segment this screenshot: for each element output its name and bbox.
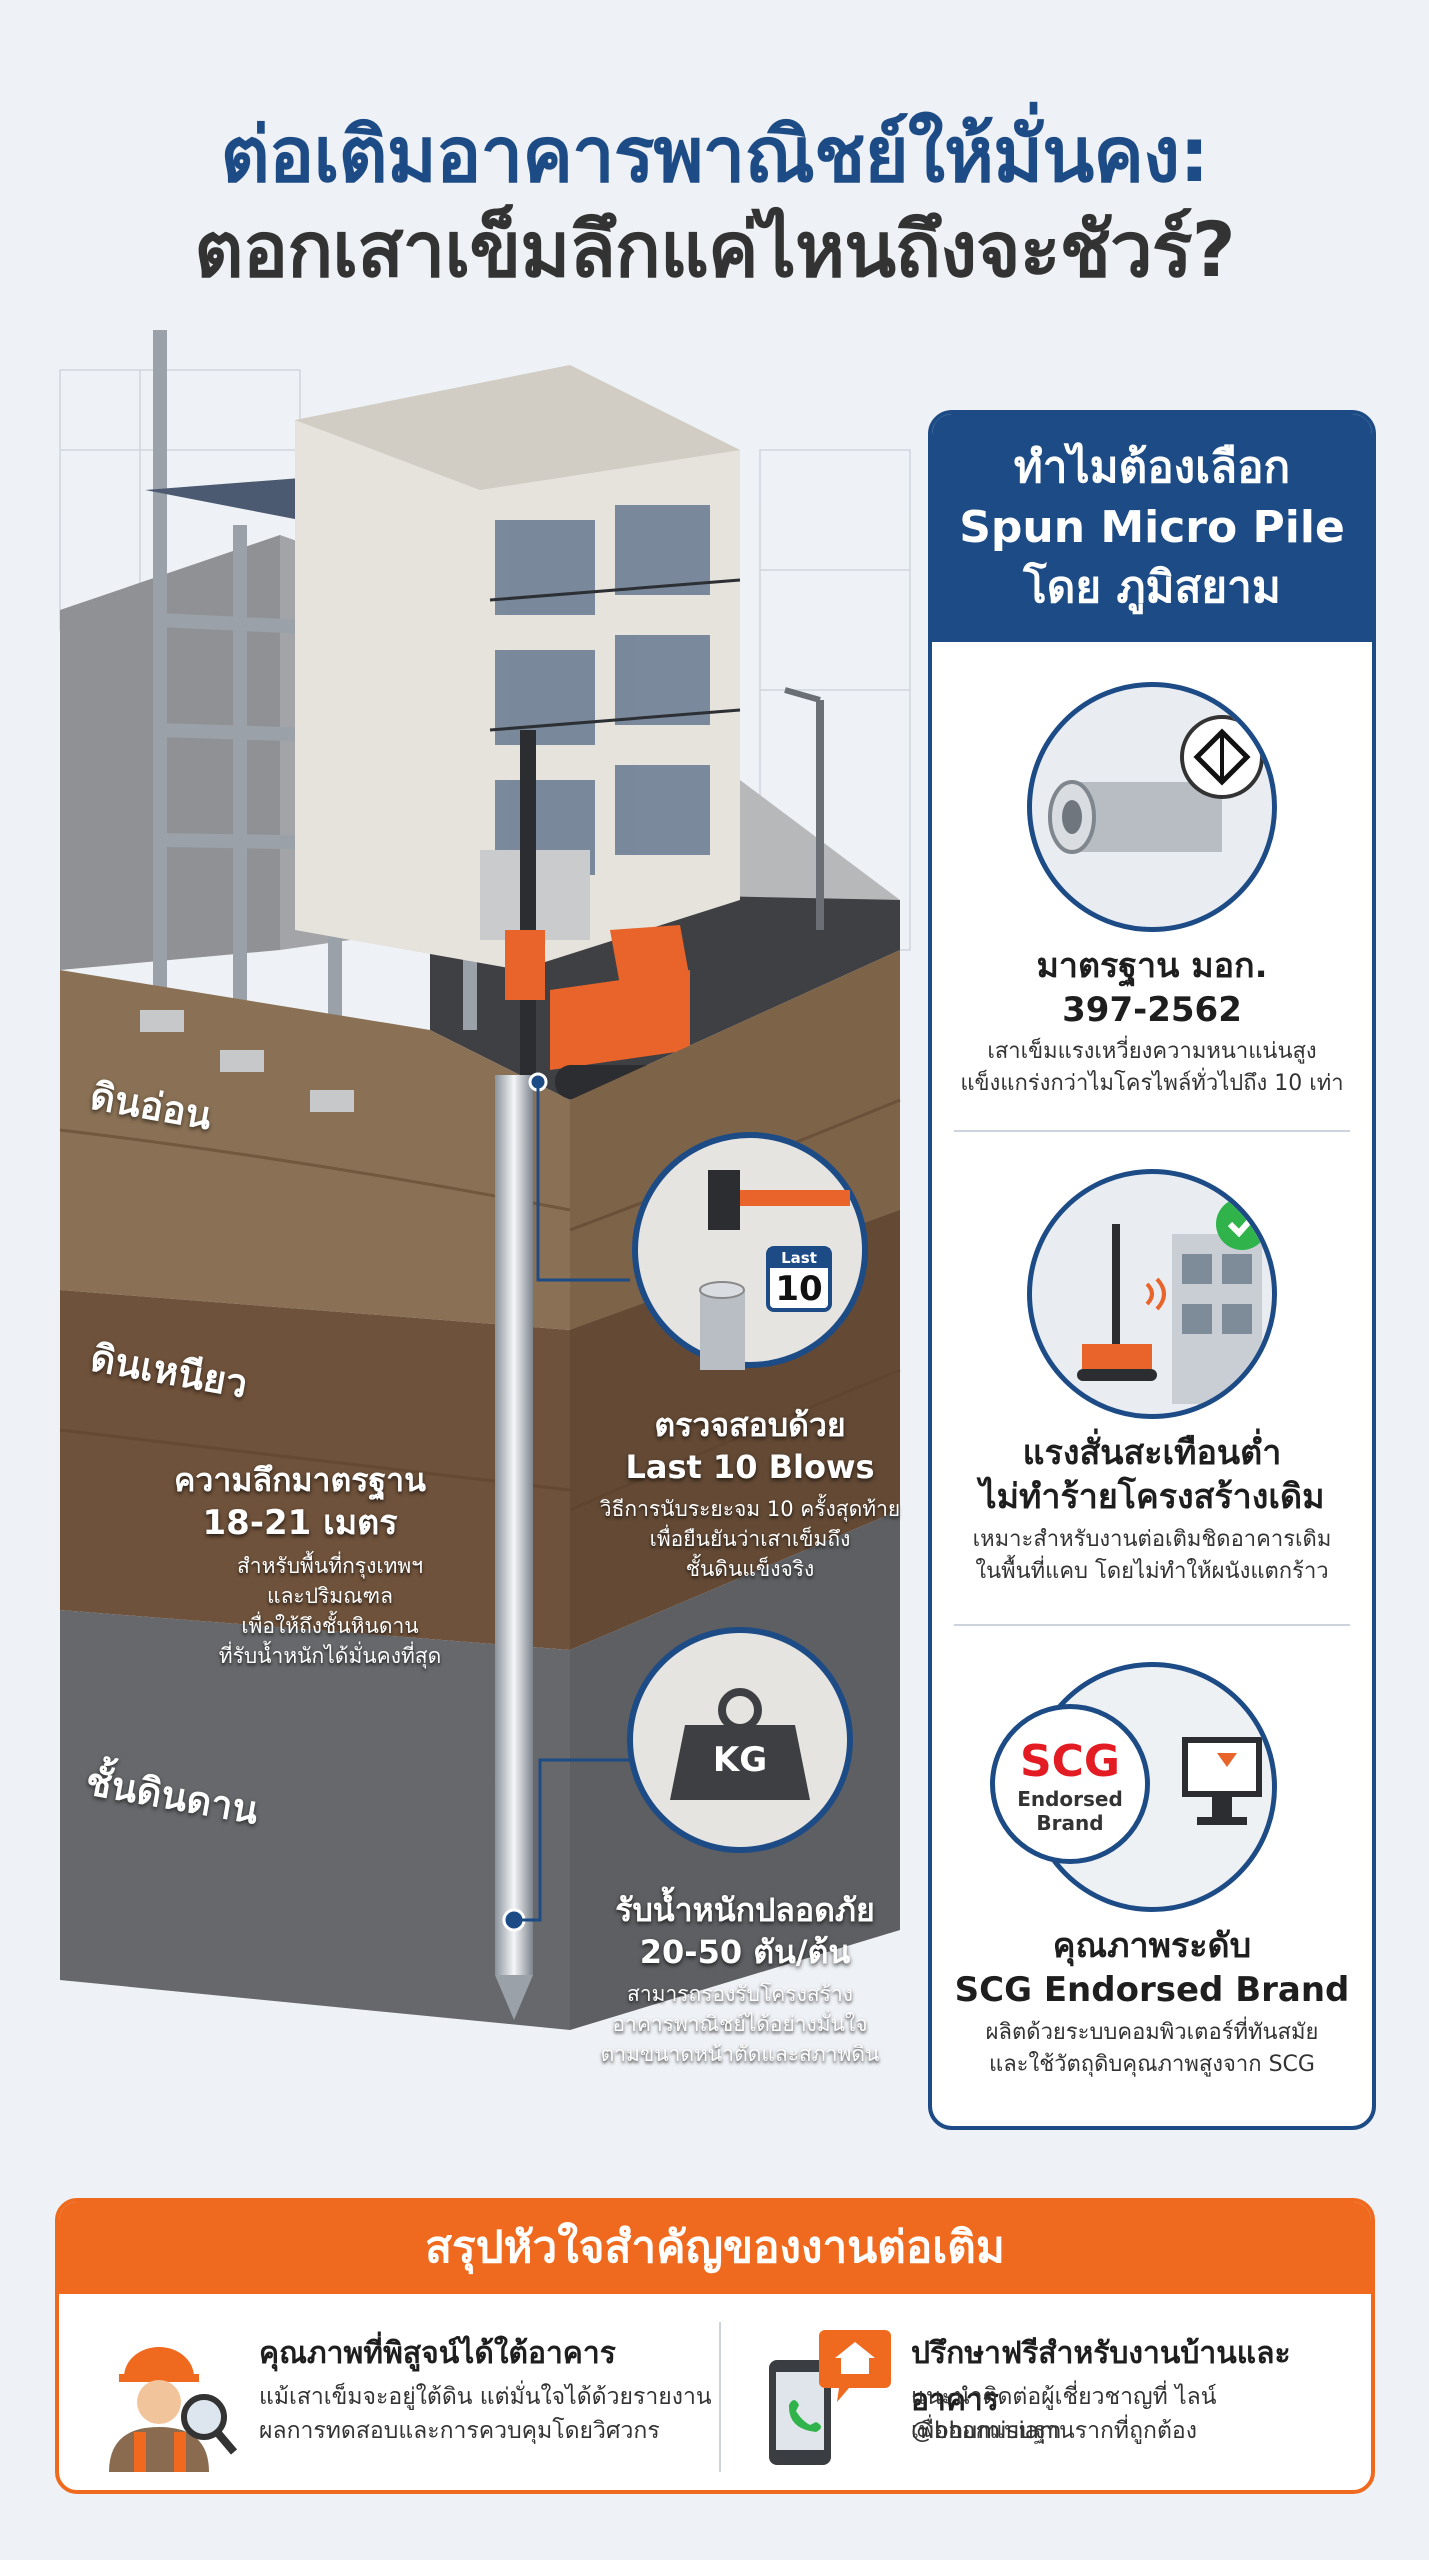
panel-head-line3: โดย ภูมิสยาม bbox=[1023, 562, 1281, 613]
scg-logo-word: SCG bbox=[1019, 1736, 1121, 1787]
panel-divider-2 bbox=[954, 1624, 1350, 1626]
feature-3-title-2: SCG Endorsed Brand bbox=[954, 1970, 1350, 2010]
last10-badge-number: 10 bbox=[775, 1269, 823, 1309]
feature-3-desc-1: ผลิตด้วยระบบคอมพิวเตอร์ที่ทันสมัย bbox=[985, 2020, 1319, 2045]
feature-1-title-2: 397-2562 bbox=[1062, 990, 1242, 1030]
scg-logo-line1: Endorsed bbox=[1017, 1787, 1123, 1811]
load-desc-3: ตามขนาดหน้าตัดและสภาพดิน bbox=[600, 2042, 880, 2066]
panel-head-line1: ทำไมต้องเลือก bbox=[1013, 442, 1291, 493]
summary-header: สรุปหัวใจสำคัญของงานต่อเติม bbox=[59, 2202, 1371, 2294]
summary-item-1-title: คุณภาพที่พิสูจน์ได้ใต้อาคาร bbox=[259, 2336, 616, 2371]
cross-section-diagram bbox=[59, 330, 911, 2030]
last10-desc-3: ชั้นดินแข็งจริง bbox=[685, 1557, 815, 1581]
last10-desc-2: เพื่อยืนยันว่าเสาเข็มถึง bbox=[649, 1527, 851, 1551]
depth-desc-2: และปริมณฑล bbox=[267, 1584, 393, 1608]
why-choose-panel: ทำไมต้องเลือก Spun Micro Pile โดย ภูมิสย… bbox=[928, 410, 1376, 2130]
last10-badge-top: Last bbox=[781, 1249, 817, 1267]
panel-head-line2: Spun Micro Pile bbox=[959, 502, 1345, 553]
depth-desc-4: ที่รับน้ำหนักได้มั่นคงที่สุด bbox=[218, 1644, 442, 1668]
scg-logo-line2: Brand bbox=[1036, 1811, 1104, 1835]
depth-title-1: ความลึกมาตรฐาน bbox=[174, 1461, 426, 1499]
feature-2-title-1: แรงสั่นสะเทือนต่ำ bbox=[1022, 1433, 1282, 1473]
low-vibration-icon bbox=[1027, 1169, 1277, 1419]
feature-1-desc-2: แข็งแกร่งกว่าไมโครไพล์ทั่วไปถึง 10 เท่า bbox=[960, 1071, 1344, 1096]
pipe-icon bbox=[1027, 682, 1277, 932]
summary-item-2-desc-1: แนะนำติดต่อผู้เชี่ยวชาญที่ ไลน์ @bhumisi… bbox=[911, 2384, 1217, 2444]
load-desc-2: อาคารพาณิชย์ได้อย่างมั่นใจ bbox=[612, 2012, 868, 2036]
summary-item-1-desc-2: ผลการทดสอบและการควบคุมโดยวิศวกร bbox=[259, 2418, 660, 2444]
page-title-line1: ต่อเติมอาคารพาณิชย์ให้มั่นคง: bbox=[220, 110, 1209, 199]
feature-1-title-1: มาตรฐาน มอก. bbox=[1036, 946, 1268, 986]
feature-3-title-1: คุณภาพระดับ bbox=[1052, 1926, 1252, 1966]
last10-desc-1: วิธีการนับระยะจม 10 ครั้งสุดท้าย bbox=[599, 1497, 901, 1521]
summary-item-2-desc-2: เพื่อออกแบบฐานรากที่ถูกต้อง bbox=[911, 2418, 1197, 2444]
feature-3-desc-2: และใช้วัตถุดิบคุณภาพสูงจาก SCG bbox=[989, 2052, 1315, 2077]
summary-item-1-desc-1: แม้เสาเข็มจะอยู่ใต้ดิน แต่มั่นใจได้ด้วยร… bbox=[259, 2384, 712, 2410]
page-title-line2: ตอกเสาเข็มลึกแค่ไหนถึงจะชัวร์? bbox=[194, 205, 1235, 294]
summary-divider bbox=[719, 2322, 721, 2472]
depth-desc-3: เพื่อให้ถึงชั้นหินดาน bbox=[241, 1614, 419, 1638]
feature-2-desc-2: ในพื้นที่แคบ โดยไม่ทำให้ผนังแตกร้าว bbox=[975, 1559, 1329, 1584]
last10-title-2: Last 10 Blows bbox=[625, 1448, 875, 1486]
last10-title-1: ตรวจสอบด้วย bbox=[654, 1406, 846, 1444]
panel-header: ทำไมต้องเลือก Spun Micro Pile โดย ภูมิสย… bbox=[932, 414, 1372, 642]
weight-icon-label: KG bbox=[712, 1740, 768, 1780]
engineer-icon bbox=[89, 2322, 239, 2472]
feature-2-title-2: ไม่ทำร้ายโครงสร้างเดิม bbox=[979, 1477, 1325, 1517]
load-title-2: 20-50 ตัน/ต้น bbox=[639, 1933, 851, 1971]
panel-divider-1 bbox=[954, 1130, 1350, 1132]
feature-1-desc-1: เสาเข็มแรงเหวี่ยงความหนาแน่นสูง bbox=[987, 1039, 1317, 1064]
summary-box: สรุปหัวใจสำคัญของงานต่อเติม คุณภาพที่พิส… bbox=[55, 2198, 1375, 2494]
depth-desc-1: สำหรับพื้นที่กรุงเทพฯ bbox=[236, 1554, 423, 1578]
summary-item-2-title: ปรึกษาฟรีสำหรับงานบ้านและอาคาร bbox=[911, 2336, 1291, 2418]
building-soil-illustration: ดินอ่อน ดินเหนียว ชั้นดินดาน ความลึกมาตร… bbox=[50, 330, 920, 2066]
depth-title-2: 18-21 เมตร bbox=[202, 1503, 398, 1543]
scg-logo-badge: SCG Endorsed Brand bbox=[990, 1704, 1150, 1864]
feature-2-desc-1: เหมาะสำหรับงานต่อเติมชิดอาคารเดิม bbox=[972, 1527, 1332, 1552]
load-title-1: รับน้ำหนักปลอดภัย bbox=[615, 1891, 875, 1929]
phone-chat-icon bbox=[749, 2320, 899, 2470]
load-desc-1: สามารถรองรับโครงสร้าง bbox=[627, 1982, 853, 2006]
